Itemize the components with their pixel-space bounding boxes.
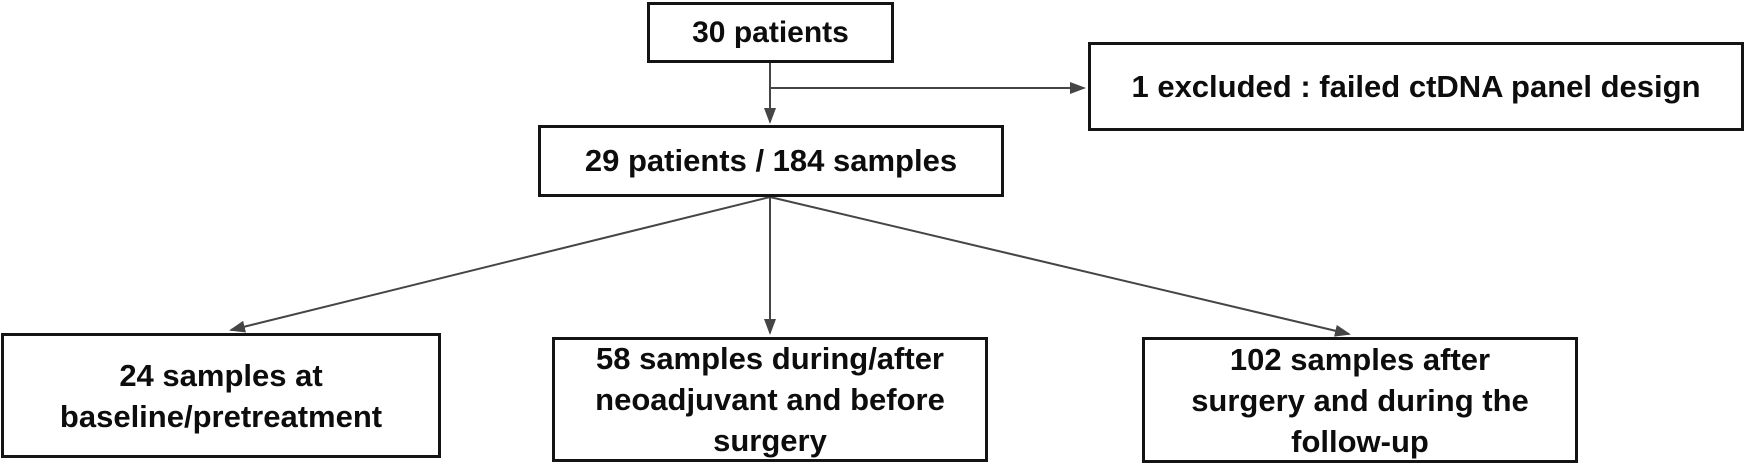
node-followup-label: 102 samples after surgery and during the… <box>1191 341 1529 459</box>
node-excluded: 1 excluded : failed ctDNA panel design <box>1088 42 1744 131</box>
node-followup-samples: 102 samples after surgery and during the… <box>1142 337 1578 463</box>
node-total-patients: 30 patients <box>647 2 894 63</box>
node-baseline-label: 24 samples at baseline/pretreatment <box>59 357 383 434</box>
node-baseline-samples: 24 samples at baseline/pretreatment <box>1 333 441 458</box>
node-neoadjuvant-samples: 58 samples during/after neoadjuvant and … <box>552 337 988 462</box>
arrow-included-to-baseline <box>229 196 771 333</box>
node-included-patients-samples: 29 patients / 184 samples <box>538 125 1004 197</box>
node-excluded-label: 1 excluded : failed ctDNA panel design <box>1131 68 1701 104</box>
arrow-included-to-followup <box>769 196 1351 337</box>
node-included-label: 29 patients / 184 samples <box>584 143 958 178</box>
node-total-patients-label: 30 patients <box>692 15 849 49</box>
node-neoadjuvant-label: 58 samples during/after neoadjuvant and … <box>595 341 945 458</box>
